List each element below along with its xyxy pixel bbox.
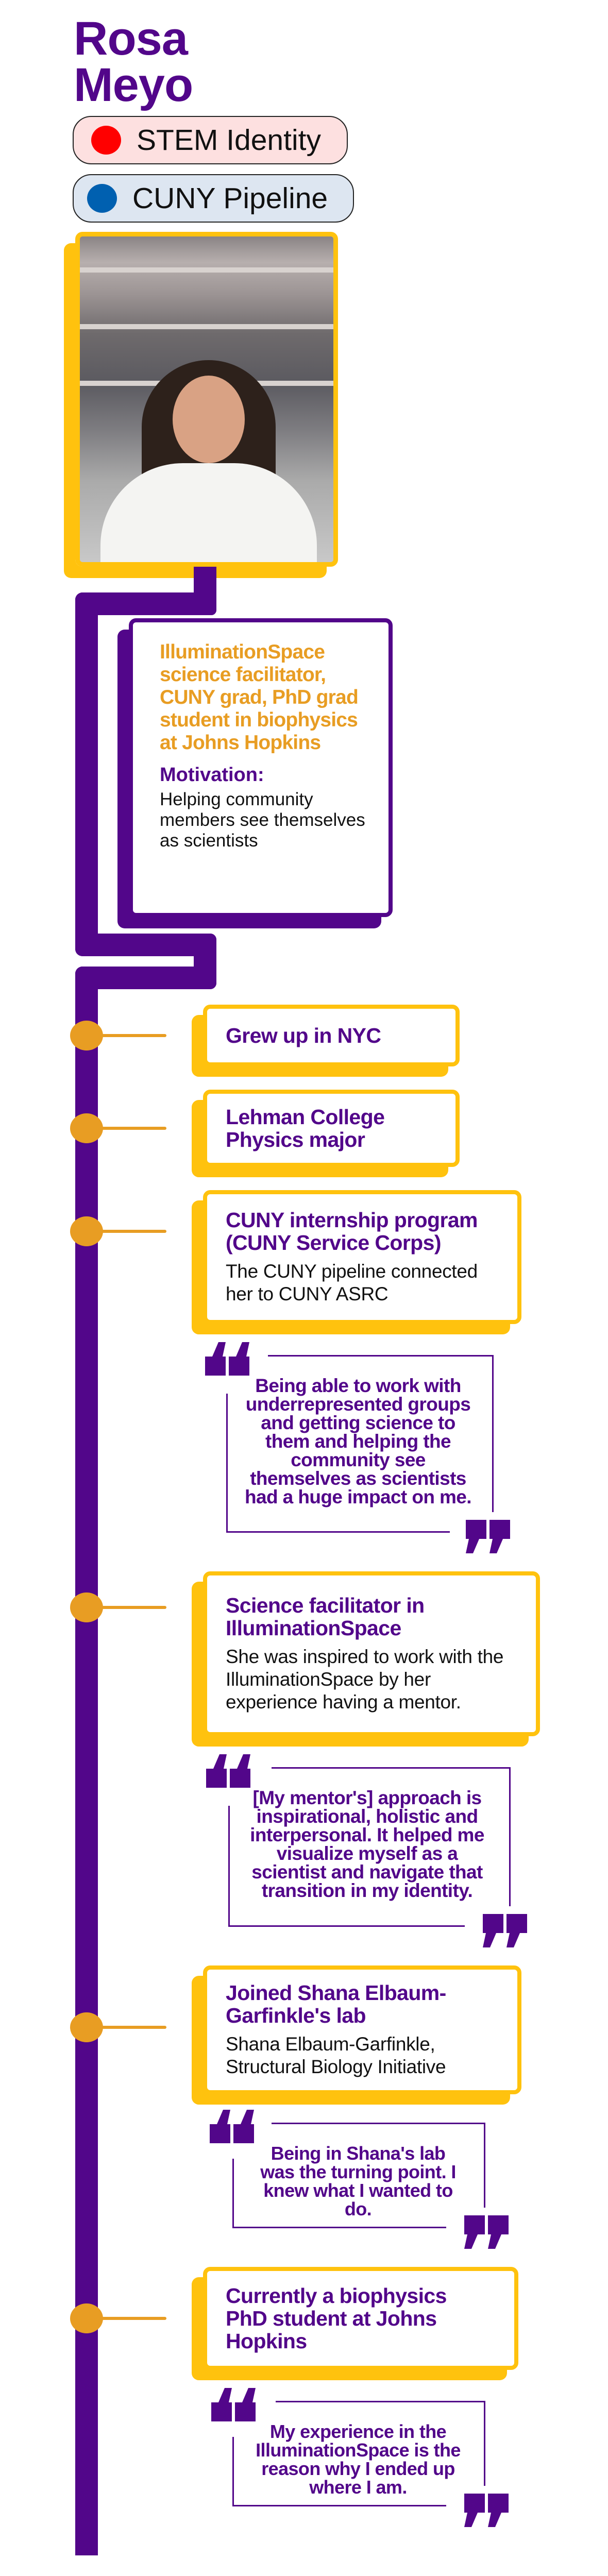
- event-body: Shana Elbaum-Garfinkle, Structural Biolo…: [226, 2033, 446, 2077]
- event-title: Grew up in NYC: [226, 1024, 381, 1047]
- last-name: Meyo: [74, 59, 193, 111]
- timeline-connector: [98, 2317, 166, 2320]
- timeline-connector: [98, 1034, 166, 1037]
- tag-label: STEM Identity: [137, 124, 321, 157]
- event-title: Currently a biophysics PhD student at Jo…: [226, 2284, 447, 2353]
- motivation-label: Motivation:: [160, 764, 264, 786]
- timeline-dot: [70, 1021, 103, 1050]
- close-quote-icon: [466, 1520, 510, 1553]
- event-body: She was inspired to work with the Illumi…: [226, 1646, 504, 1713]
- tag-cuny-pipeline: CUNY Pipeline: [73, 174, 354, 223]
- close-quote-icon: [464, 2215, 509, 2249]
- profile-name: Rosa Meyo: [74, 12, 193, 111]
- quote-text: Being in Shana's lab was the turning poi…: [260, 2143, 456, 2219]
- timeline-dot: [70, 1216, 103, 1246]
- first-name: Rosa: [74, 12, 188, 65]
- open-quote-icon: [210, 2110, 254, 2143]
- timeline-dot: [70, 2012, 103, 2042]
- timeline-event: CUNY internship program (CUNY Service Co…: [203, 1190, 521, 1324]
- event-body: The CUNY pipeline connected her to CUNY …: [226, 1261, 478, 1304]
- open-quote-icon: [211, 2388, 256, 2421]
- intro-card: IlluminationSpace science facilitator, C…: [129, 618, 393, 917]
- open-quote-icon: [206, 1754, 250, 1788]
- event-title: Science facilitator in IlluminationSpace: [226, 1594, 425, 1640]
- timeline-event: Currently a biophysics PhD student at Jo…: [203, 2267, 518, 2370]
- red-dot-icon: [91, 126, 121, 155]
- quote-text: My experience in the IlluminationSpace i…: [256, 2421, 461, 2498]
- quote-text: Being able to work with underrepresented…: [245, 1375, 472, 1507]
- role-description: IlluminationSpace science facilitator, C…: [160, 641, 359, 754]
- close-quote-icon: [483, 1914, 527, 1947]
- timeline-event: Joined Shana Elbaum-Garfinkle's lab Shan…: [203, 1965, 521, 2094]
- event-title: Joined Shana Elbaum-Garfinkle's lab: [226, 1981, 446, 2027]
- tag-stem-identity: STEM Identity: [73, 116, 348, 164]
- open-quote-icon: [205, 1342, 249, 1376]
- timeline-dot: [70, 1592, 103, 1622]
- timeline-connector: [98, 1230, 166, 1233]
- close-quote-icon: [464, 2494, 509, 2527]
- timeline-event: Science facilitator in IlluminationSpace…: [203, 1571, 540, 1736]
- profile-photo: [75, 232, 338, 567]
- event-title: CUNY internship program (CUNY Service Co…: [226, 1208, 478, 1255]
- timeline-event: Lehman College Physics major: [203, 1090, 460, 1167]
- event-title: Lehman College Physics major: [226, 1105, 385, 1151]
- timeline-dot: [70, 2303, 103, 2333]
- quote-text: [My mentor's] approach is inspirational,…: [250, 1787, 484, 1901]
- tag-label: CUNY Pipeline: [132, 182, 328, 215]
- timeline-connector: [98, 2026, 166, 2029]
- timeline-event: Grew up in NYC: [203, 1005, 460, 1066]
- motivation-text: Helping community members see themselves…: [160, 789, 365, 851]
- timeline-dot: [70, 1113, 103, 1143]
- timeline-connector: [98, 1606, 166, 1609]
- blue-dot-icon: [87, 184, 117, 213]
- timeline-connector: [98, 1127, 166, 1130]
